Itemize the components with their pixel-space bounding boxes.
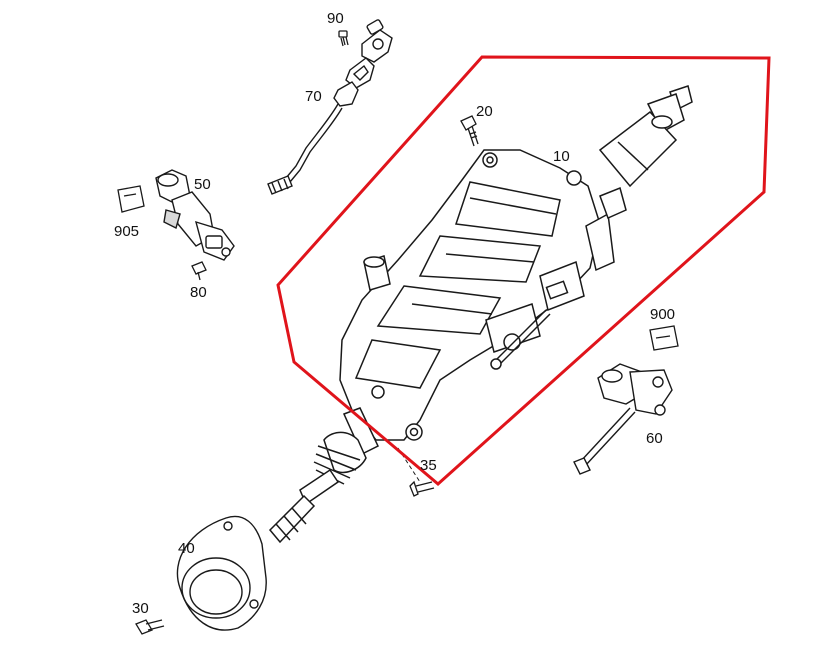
highlight-outline [276, 55, 771, 486]
part-70-intermediate-shaft[interactable] [268, 19, 392, 194]
part-900-clip[interactable] [650, 326, 678, 350]
part-90-bolt[interactable] [339, 31, 348, 46]
part-35-bolt[interactable] [410, 482, 434, 496]
callout-35: 35 [420, 457, 437, 474]
part-80-screw[interactable] [192, 262, 206, 280]
callout-905: 905 [114, 223, 140, 240]
callout-10: 10 [553, 148, 570, 165]
part-10-steering-column[interactable] [270, 86, 692, 542]
callout-30: 30 [132, 600, 149, 617]
callout-80: 80 [190, 284, 207, 301]
callout-50: 50 [194, 176, 211, 193]
callout-20: 20 [476, 103, 493, 120]
part-30-bolt[interactable] [136, 620, 164, 634]
callout-60: 60 [646, 430, 663, 447]
part-50-adjustment-motor[interactable] [156, 170, 234, 260]
callout-70: 70 [305, 88, 322, 105]
callout-900: 900 [650, 306, 676, 323]
callout-40: 40 [178, 540, 195, 557]
part-40-flange-cover[interactable] [177, 516, 266, 630]
part-905-clip[interactable] [118, 186, 144, 212]
part-60-actuator[interactable] [574, 364, 672, 474]
callout-90: 90 [327, 10, 344, 27]
part-20-bolt[interactable] [461, 116, 478, 146]
